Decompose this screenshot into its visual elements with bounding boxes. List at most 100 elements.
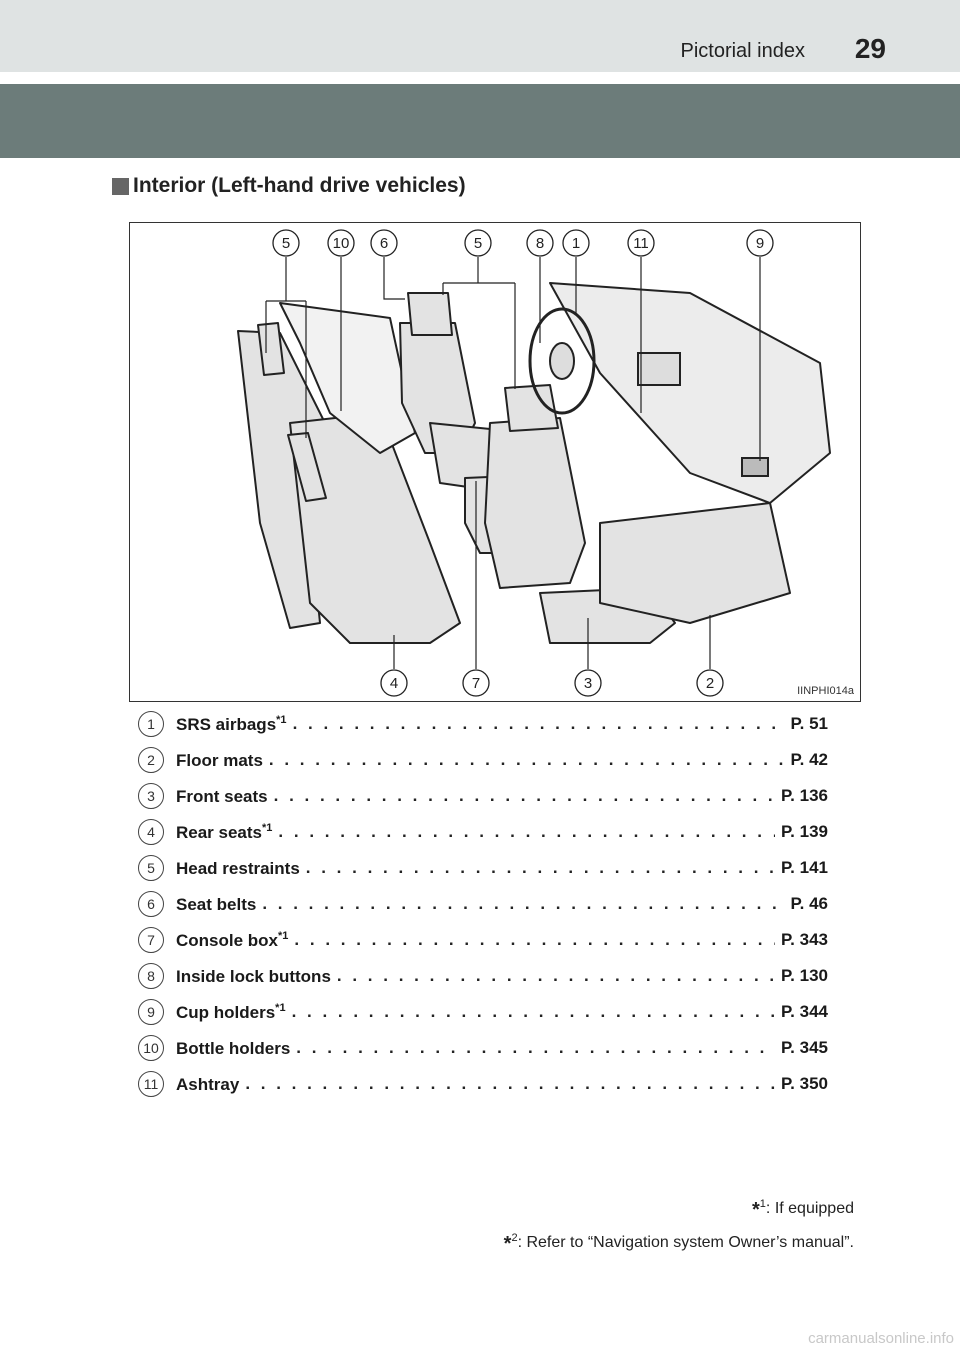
leader-dots: . . . . . . . . . . . . . . . . . . . . …	[336, 966, 775, 985]
square-bullet-icon	[112, 177, 129, 195]
page-reference[interactable]: P. 139	[781, 822, 828, 841]
section-heading: Interior (Left-hand drive vehicles)	[112, 174, 466, 198]
page-reference[interactable]: P. 136	[781, 786, 828, 805]
center-display	[637, 352, 681, 386]
svg-text:11: 11	[633, 235, 649, 252]
figure-code: IINPHI014a	[797, 685, 854, 697]
leader-dots: . . . . . . . . . . . . . . . . . . . . …	[245, 1074, 775, 1093]
item-label: Rear seats*1	[176, 821, 273, 842]
page-reference[interactable]: P. 343	[781, 930, 828, 949]
page-reference[interactable]: P. 46	[790, 894, 828, 913]
item-number: 1	[138, 711, 164, 737]
floor-mat	[599, 502, 791, 624]
list-item[interactable]: 4 Rear seats*1 . . . . . . . . . . . . .…	[138, 816, 828, 848]
page-reference[interactable]: P. 51	[790, 714, 828, 733]
page-number: 29	[854, 33, 886, 64]
list-item[interactable]: 10 Bottle holders . . . . . . . . . . . …	[138, 1032, 828, 1064]
svg-text:5: 5	[474, 235, 482, 252]
callout-3: 3	[574, 669, 602, 697]
list-item[interactable]: 9 Cup holders*1 . . . . . . . . . . . . …	[138, 996, 828, 1028]
list-item[interactable]: 6 Seat belts . . . . . . . . . . . . . .…	[138, 888, 828, 920]
section-title: Pictorial index	[680, 40, 805, 62]
page-reference[interactable]: P. 130	[781, 966, 828, 985]
svg-text:7: 7	[472, 675, 480, 692]
door-panel	[279, 302, 416, 454]
item-number: 9	[138, 999, 164, 1025]
callout-7: 7	[462, 669, 490, 697]
list-item[interactable]: 5 Head restraints . . . . . . . . . . . …	[138, 852, 828, 884]
page-reference[interactable]: P. 350	[781, 1074, 828, 1093]
page-reference[interactable]: P. 344	[781, 1002, 828, 1021]
callout-4: 4	[380, 669, 408, 697]
leader-dots: . . . . . . . . . . . . . . . . . . . . …	[291, 1002, 775, 1021]
item-number: 2	[138, 747, 164, 773]
callout-5: 5	[464, 229, 492, 257]
callout-5: 5	[272, 229, 300, 257]
item-number: 3	[138, 783, 164, 809]
item-label: Head restraints	[176, 858, 300, 878]
header-band	[0, 84, 960, 158]
callout-6: 6	[370, 229, 398, 257]
item-label: Floor mats	[176, 750, 263, 770]
rear-head-restraint	[287, 432, 327, 502]
list-item[interactable]: 1 SRS airbags*1 . . . . . . . . . . . . …	[138, 708, 828, 740]
svg-text:6: 6	[380, 235, 388, 252]
interior-drawing: 5 10 6 5 8 1 11 9 4 7 3 2	[237, 229, 831, 697]
item-number: 7	[138, 927, 164, 953]
item-label: Ashtray	[176, 1074, 240, 1094]
svg-text:3: 3	[584, 675, 592, 692]
leader-dots: . . . . . . . . . . . . . . . . . . . . …	[294, 930, 775, 949]
list-item[interactable]: 8 Inside lock buttons . . . . . . . . . …	[138, 960, 828, 992]
leader-dots: . . . . . . . . . . . . . . . . . . . . …	[262, 894, 784, 913]
callout-11: 11	[627, 229, 655, 257]
svg-text:2: 2	[706, 675, 714, 692]
item-number: 11	[138, 1071, 164, 1097]
footnote-2: *2: Refer to “Navigation system Owner’s …	[503, 1232, 854, 1255]
item-number: 6	[138, 891, 164, 917]
item-number: 4	[138, 819, 164, 845]
svg-text:9: 9	[756, 235, 764, 252]
leader-dots: . . . . . . . . . . . . . . . . . . . . …	[268, 750, 785, 769]
svg-text:4: 4	[390, 675, 398, 692]
callout-10: 10	[327, 229, 355, 257]
item-label: SRS airbags*1	[176, 713, 287, 734]
item-number: 8	[138, 963, 164, 989]
svg-text:5: 5	[282, 235, 290, 252]
svg-text:10: 10	[333, 235, 350, 252]
svg-text:1: 1	[572, 235, 580, 252]
list-item[interactable]: 3 Front seats . . . . . . . . . . . . . …	[138, 780, 828, 812]
leader-dots: . . . . . . . . . . . . . . . . . . . . …	[305, 858, 775, 877]
item-label: Console box*1	[176, 929, 289, 950]
leader-dots: . . . . . . . . . . . . . . . . . . . . …	[278, 822, 775, 841]
rear-head-restraint	[257, 322, 285, 376]
leader-dots: . . . . . . . . . . . . . . . . . . . . …	[273, 786, 776, 805]
page-reference[interactable]: P. 42	[790, 750, 828, 769]
heading-text: Interior (Left-hand drive vehicles)	[133, 174, 466, 197]
item-label: Inside lock buttons	[176, 966, 331, 986]
leader-dots: . . . . . . . . . . . . . . . . . . . . …	[292, 714, 785, 733]
item-label: Seat belts	[176, 894, 257, 914]
callout-9: 9	[746, 229, 774, 257]
callout-1: 1	[562, 229, 590, 257]
page-header: Pictorial index 29	[0, 0, 960, 72]
leader-dots: . . . . . . . . . . . . . . . . . . . . …	[296, 1038, 775, 1057]
item-label: Bottle holders	[176, 1038, 291, 1058]
page-reference[interactable]: P. 141	[781, 858, 828, 877]
watermark: carmanualsonline.info	[808, 1330, 954, 1347]
item-label: Cup holders*1	[176, 1001, 286, 1022]
callout-8: 8	[526, 229, 554, 257]
cup-holder	[741, 457, 769, 477]
passenger-seat-back	[484, 417, 586, 589]
driver-head-restraint	[407, 292, 453, 336]
footnote-1: *1: If equipped	[752, 1198, 854, 1221]
callout-2: 2	[696, 669, 724, 697]
list-item[interactable]: 7 Console box*1 . . . . . . . . . . . . …	[138, 924, 828, 956]
item-label: Front seats	[176, 786, 268, 806]
item-number: 5	[138, 855, 164, 881]
svg-text:8: 8	[536, 235, 544, 252]
item-number: 10	[138, 1035, 164, 1061]
page-reference[interactable]: P. 345	[781, 1038, 828, 1057]
list-item[interactable]: 2 Floor mats . . . . . . . . . . . . . .…	[138, 744, 828, 776]
list-item[interactable]: 11 Ashtray . . . . . . . . . . . . . . .…	[138, 1068, 828, 1100]
dashboard	[549, 282, 831, 504]
